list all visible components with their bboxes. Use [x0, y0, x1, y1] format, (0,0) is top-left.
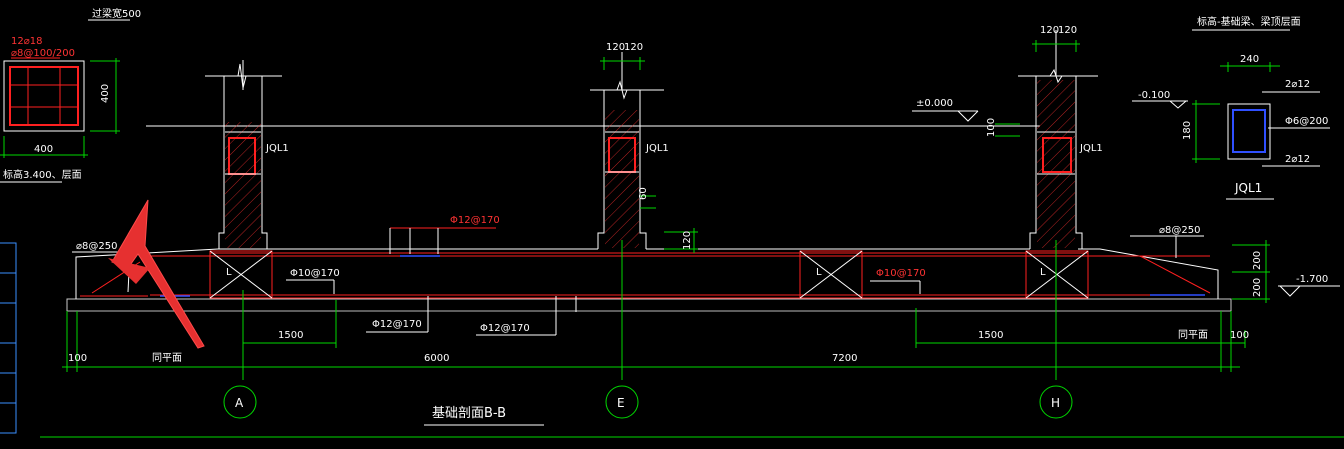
- column-width-dim: 400: [34, 144, 53, 155]
- column-e-dim-right: 120: [624, 42, 643, 53]
- drawing-title: 基础剖面B-B: [432, 406, 506, 421]
- drawing-frame: [0, 242, 1344, 438]
- dim-right-100: 100: [1230, 330, 1249, 341]
- jql1-note: 标高-基础梁、梁顶层面: [1197, 15, 1301, 28]
- jql1-width-dim: 240: [1240, 54, 1259, 65]
- jql1-height-dim: 180: [1182, 121, 1193, 140]
- column-e-dim-120: 120: [682, 231, 693, 250]
- column-rebar-stirrup: ⌀8@100/200: [11, 48, 75, 59]
- dim-span-eh: 7200: [832, 353, 857, 364]
- svg-text:L: L: [816, 267, 822, 278]
- svg-text:200: 200: [1252, 278, 1263, 297]
- jql1-label: JQL1: [1234, 181, 1262, 195]
- axis-a: A: [235, 396, 244, 410]
- jql1-section-detail: 标高-基础梁、梁顶层面 240 2⌀12 -0.100 180 Φ6@200 2…: [1132, 15, 1330, 200]
- column-e-dim-left: 120: [606, 42, 625, 53]
- column-rebar-main: 12⌀18: [11, 36, 42, 47]
- rebar-left-slab: ⌀8@250: [76, 241, 117, 252]
- dim-left-label: 同平面: [152, 352, 182, 364]
- rebar-right-slab: ⌀8@250: [1159, 225, 1200, 236]
- dim-span-ae: 6000: [424, 353, 449, 364]
- svg-text:100: 100: [986, 118, 997, 137]
- jql1-top-bar: 2⌀12: [1285, 79, 1310, 90]
- column-section-detail: 12⌀18 ⌀8@100/200 400 400 标高3.400、层面: [0, 36, 120, 183]
- dim-left-1500: 1500: [278, 330, 303, 341]
- svg-text:-1.700: -1.700: [1296, 274, 1328, 285]
- red-pointer-arrow-icon: [108, 199, 205, 349]
- column-a: JQL1: [205, 60, 289, 249]
- svg-text:L: L: [1040, 267, 1046, 278]
- rebar-callouts: ⌀8@250 ⌀8@250 Φ12@170 Φ10@170 Φ10@170 Φ1…: [72, 215, 1204, 336]
- column-h-label: JQL1: [1079, 143, 1103, 154]
- column-height-dim: 400: [100, 84, 111, 103]
- column-elevation-note: 标高3.400、层面: [3, 168, 82, 181]
- base-elevation-mark: 200 200 -1.700: [1232, 240, 1340, 303]
- ground-elevation-mark: ±0.000 100: [912, 98, 1020, 137]
- column-e: JQL1 120 120 60 120: [590, 42, 698, 253]
- axis-h: H: [1051, 396, 1060, 410]
- column-e-label: JQL1: [645, 143, 669, 154]
- column-h-dim-left: 120: [1040, 25, 1059, 36]
- rebar-top-mid: Φ12@170: [450, 215, 500, 226]
- dim-right-label: 同平面: [1178, 329, 1208, 341]
- top-note: 过梁宽500: [92, 7, 141, 20]
- svg-text:200: 200: [1252, 251, 1263, 270]
- dim-right-1500: 1500: [978, 330, 1003, 341]
- axis-e: E: [617, 396, 625, 410]
- column-h-dim-right: 120: [1058, 25, 1077, 36]
- rebar-top-right: Φ10@170: [876, 268, 926, 279]
- dim-left-100: 100: [68, 353, 87, 364]
- dimensions: 100 同平面 6000 7200 1500 1500 同平面 100: [62, 240, 1249, 380]
- jql1-stirrup: Φ6@200: [1285, 116, 1328, 127]
- rebar-bottom-left: Φ12@170: [372, 319, 422, 330]
- rebar-bottom-mid: Φ12@170: [480, 323, 530, 334]
- svg-text:L: L: [226, 267, 232, 278]
- column-h: JQL1 120 120: [1018, 25, 1103, 249]
- jql1-bottom-bar: 2⌀12: [1285, 154, 1310, 165]
- column-a-label: JQL1: [265, 143, 289, 154]
- jql1-elevation: -0.100: [1138, 90, 1170, 101]
- column-e-dim-60: 60: [638, 187, 649, 200]
- axis-bubbles: A E H: [223, 385, 1073, 419]
- rebar-left-beam: Φ10@170: [290, 268, 340, 279]
- svg-text:±0.000: ±0.000: [916, 98, 953, 109]
